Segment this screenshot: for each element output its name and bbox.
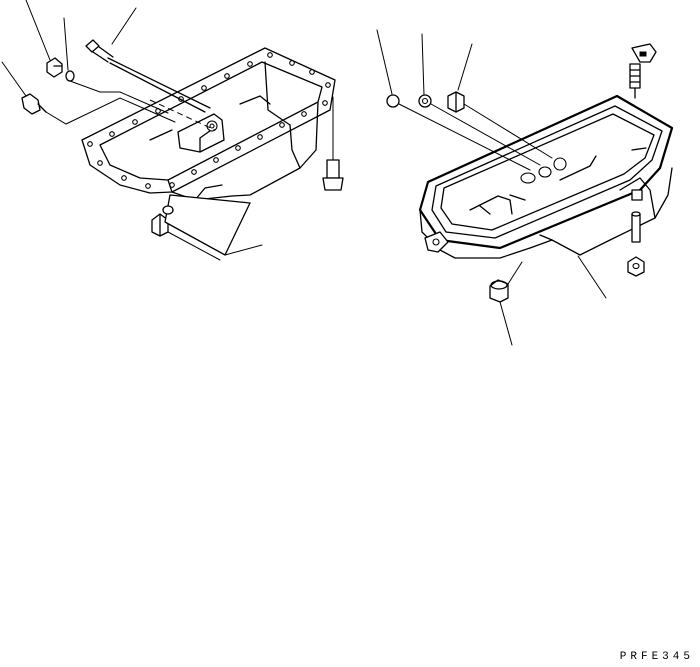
right-drain-plug	[489, 261, 523, 346]
right-leader-line	[577, 255, 607, 299]
dipstick-tube	[85, 39, 211, 113]
left-dashed-line	[149, 99, 216, 131]
left-level-panel	[162, 194, 263, 256]
pressure-sensor-lower	[21, 93, 176, 125]
right-stud-nut	[627, 189, 645, 277]
figure-code: PRFE345	[619, 651, 694, 663]
left-oil-pan-assembly	[1, 0, 344, 261]
right-plugs	[376, 29, 553, 171]
right-oil-pan-assembly	[376, 29, 674, 346]
pressure-switch-upper	[46, 57, 169, 114]
left-oil-pan	[81, 47, 336, 201]
left-drain-bolt	[322, 96, 344, 191]
right-top-bracket	[629, 43, 657, 99]
left-drain-plug	[151, 213, 221, 261]
left-leader-lines	[1, 0, 137, 97]
